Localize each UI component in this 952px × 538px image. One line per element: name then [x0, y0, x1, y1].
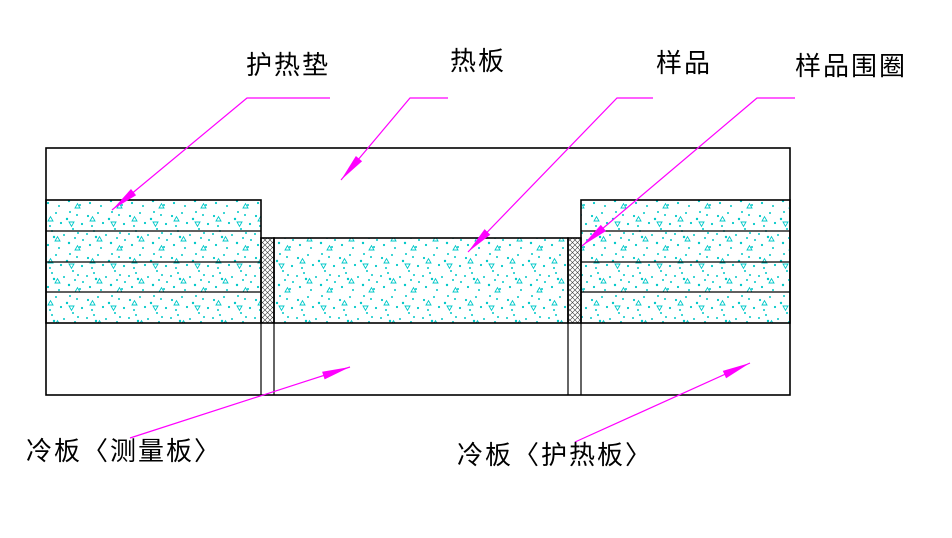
leader-lines	[111, 97, 795, 443]
leader-cold-plate-guard	[574, 362, 751, 443]
leader-cold-plate-measuring	[129, 366, 351, 439]
leader-guard-pad	[111, 97, 330, 211]
sample-ring-right	[567, 237, 582, 324]
arrowhead-sample	[468, 229, 491, 252]
cold-plate-divider-lines	[260, 323, 582, 395]
arrowhead-hot-plate	[341, 156, 363, 180]
arrowhead-sample-ring	[582, 224, 606, 246]
arrowhead-guard-pad	[112, 189, 137, 210]
label-guard-pad: 护热垫	[246, 50, 331, 80]
left-guard-pad-layer-lines	[46, 230, 261, 293]
arrowhead-cold-plate-guard	[722, 363, 750, 379]
label-sample: 样品	[656, 48, 713, 78]
leader-sample	[467, 97, 653, 253]
right-guard-pad-layer-lines	[581, 230, 790, 293]
leader-hot-plate	[340, 97, 448, 181]
label-hot-plate: 热板	[450, 46, 507, 76]
arrowhead-cold-plate-measuring	[322, 367, 350, 380]
label-cold-plate-measuring: 冷板〈测量板〉	[26, 436, 223, 466]
sample-ring-left	[260, 237, 275, 324]
apparatus-linework	[45, 147, 791, 396]
leader-arrowheads	[112, 156, 750, 380]
label-sample-ring: 样品围圈	[795, 51, 908, 81]
label-cold-plate-guard: 冷板〈护热板〉	[457, 440, 654, 470]
leader-sample-ring	[581, 97, 795, 247]
sample-block	[273, 237, 569, 324]
